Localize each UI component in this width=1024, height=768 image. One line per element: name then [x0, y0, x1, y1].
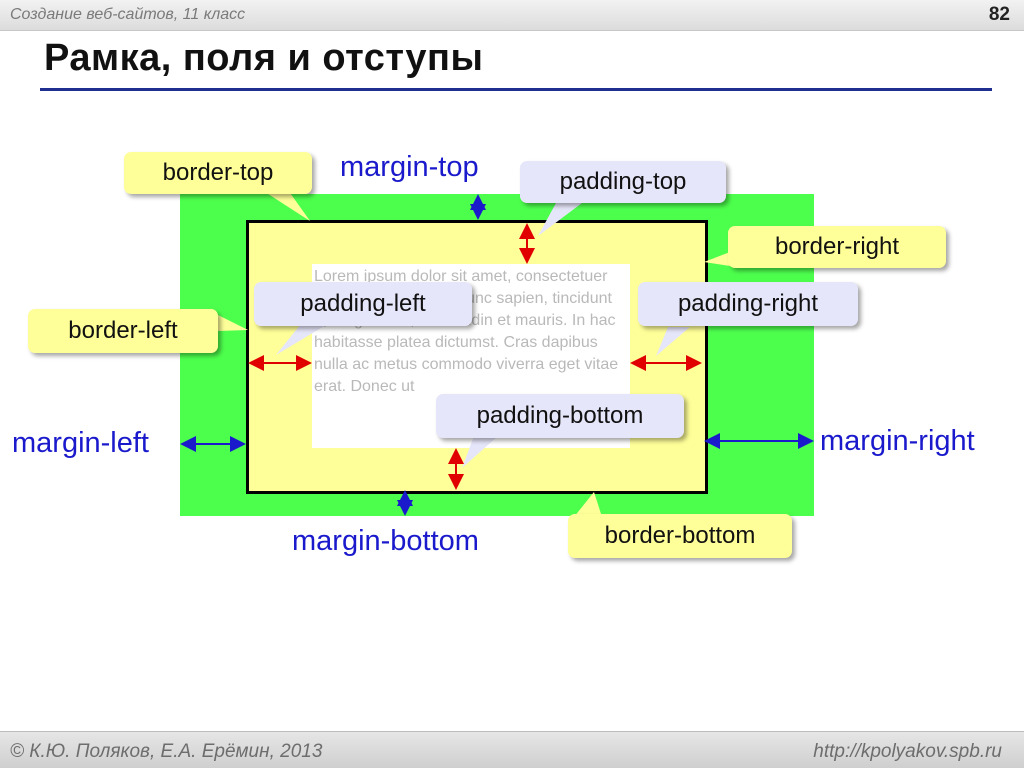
callout-padding-top: padding-top [520, 161, 726, 203]
border-top-pointer [262, 190, 310, 221]
footer-authors: © К.Ю. Поляков, Е.А. Ерёмин, 2013 [10, 741, 323, 762]
label-margin-right: margin-right [820, 425, 975, 457]
callout-padding-bottom: padding-bottom [436, 394, 684, 438]
footer-bar: © К.Ю. Поляков, Е.А. Ерёмин, 2013 http:/… [0, 731, 1024, 768]
border-right-pointer [704, 252, 730, 266]
padding-left-pointer [276, 325, 326, 355]
callout-padding-right: padding-right [638, 282, 858, 326]
label-margin-left: margin-left [12, 427, 149, 459]
padding-top-pointer [538, 203, 582, 236]
callout-padding-left: padding-left [254, 282, 472, 326]
label-margin-bottom: margin-bottom [292, 525, 479, 557]
course-title: Создание веб-сайтов, 11 класс [10, 6, 246, 23]
label-margin-top: margin-top [340, 151, 479, 183]
padding-bottom-pointer [462, 436, 498, 468]
callout-border-left: border-left [28, 309, 218, 353]
padding-right-pointer [656, 327, 690, 356]
callout-border-top: border-top [124, 152, 312, 194]
callout-border-right: border-right [728, 226, 946, 268]
border-bottom-pointer [574, 492, 602, 517]
border-left-pointer [218, 315, 248, 331]
title-underline [40, 88, 992, 91]
slide-title: Рамка, поля и отступы [44, 37, 484, 79]
page-number: 82 [988, 4, 1010, 25]
footer-url[interactable]: http://kpolyakov.spb.ru [813, 741, 1002, 762]
callout-border-bottom: border-bottom [568, 514, 792, 558]
header-bar: Создание веб-сайтов, 11 класс 82 [0, 0, 1024, 31]
